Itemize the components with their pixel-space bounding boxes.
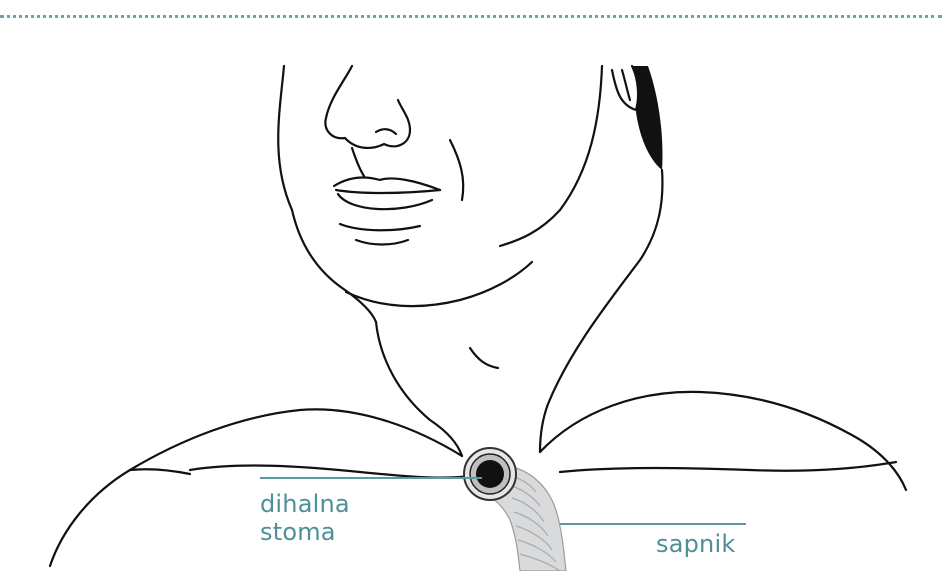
lower-lip — [338, 194, 432, 209]
left-shoulder-inner — [130, 469, 190, 474]
left-shoulder — [50, 409, 462, 566]
hose-label: sapnik — [656, 530, 735, 558]
right-shoulder — [540, 392, 906, 490]
upper-lip — [334, 178, 440, 190]
left-neck-line — [376, 322, 462, 456]
stoma-label: dihalna stoma — [260, 490, 350, 546]
stoma-device — [464, 448, 516, 500]
ear — [612, 66, 638, 110]
nose — [325, 66, 410, 148]
stoma-label-line1: dihalna — [260, 490, 350, 518]
right-clavicle — [560, 462, 896, 472]
face-outline — [278, 66, 638, 322]
neck-outline — [346, 170, 662, 456]
adams-apple-crease — [470, 348, 498, 368]
lip-line — [336, 190, 440, 193]
left-clavicle — [190, 466, 470, 478]
stoma-label-line2: stoma — [260, 518, 350, 546]
left-jaw-line — [278, 66, 376, 322]
right-jaw-line — [500, 66, 602, 246]
